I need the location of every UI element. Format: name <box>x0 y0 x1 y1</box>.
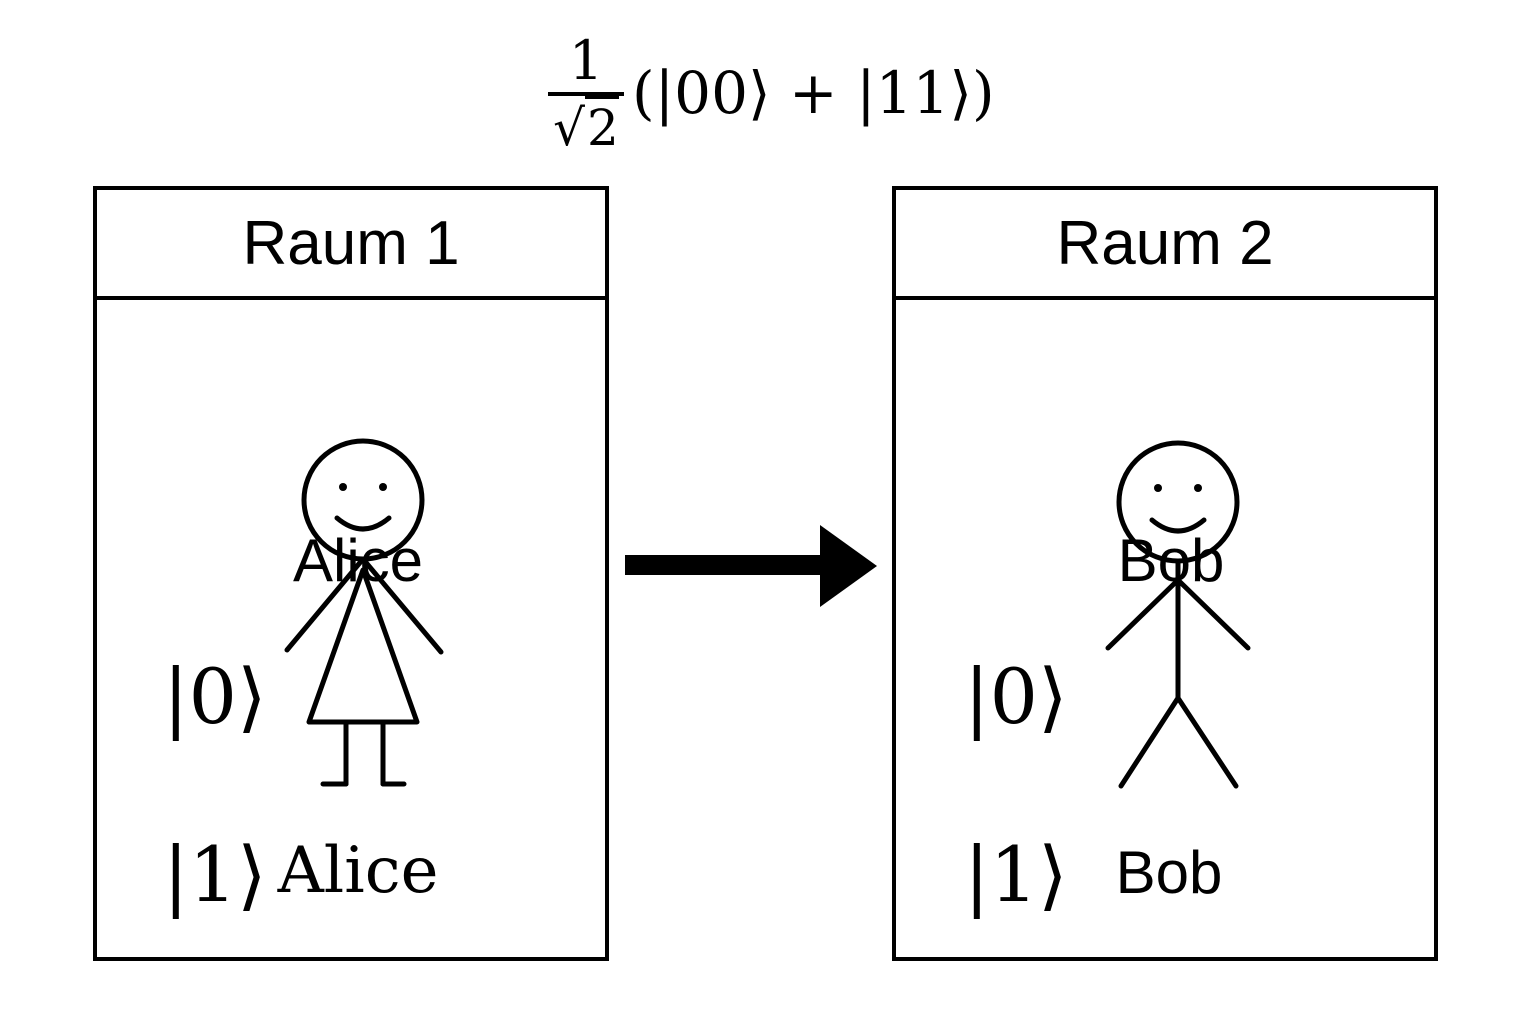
room-1-ket-one: |1⟩ <box>163 830 267 919</box>
room-2-ket-zero: |0⟩ <box>964 652 1068 741</box>
female-stick-figure-icon <box>284 438 444 787</box>
room-1-ket-zero: |0⟩ <box>163 652 267 741</box>
arrow-right-icon <box>625 525 877 607</box>
room-2-box: Raum 2 Bob |0⟩ |1⟩ Bob <box>892 186 1438 961</box>
fraction-bar <box>548 92 624 96</box>
room-2-ket-one: |1⟩ <box>964 830 1068 919</box>
bob-name-bottom: Bob <box>1115 839 1223 906</box>
fraction-denominator: √2 <box>553 96 619 160</box>
state-expression: (|00⟩ + |11⟩) <box>632 59 995 127</box>
room-1-box: Raum 1 Alice |0⟩ |1⟩ Alice <box>93 186 609 961</box>
fraction-numerator: 1 <box>568 29 604 92</box>
room-2-title: Raum 2 <box>896 190 1434 300</box>
sqrt-argument: 2 <box>585 96 619 157</box>
alice-name-bottom: Alice <box>277 834 439 908</box>
male-stick-figure-icon <box>1105 440 1251 789</box>
sqrt-symbol: √ <box>553 99 586 157</box>
bell-state-formula: 1 √2 (|00⟩ + |11⟩) <box>548 20 995 170</box>
normalization-fraction: 1 √2 <box>548 30 624 160</box>
room-1-title: Raum 1 <box>97 190 605 300</box>
